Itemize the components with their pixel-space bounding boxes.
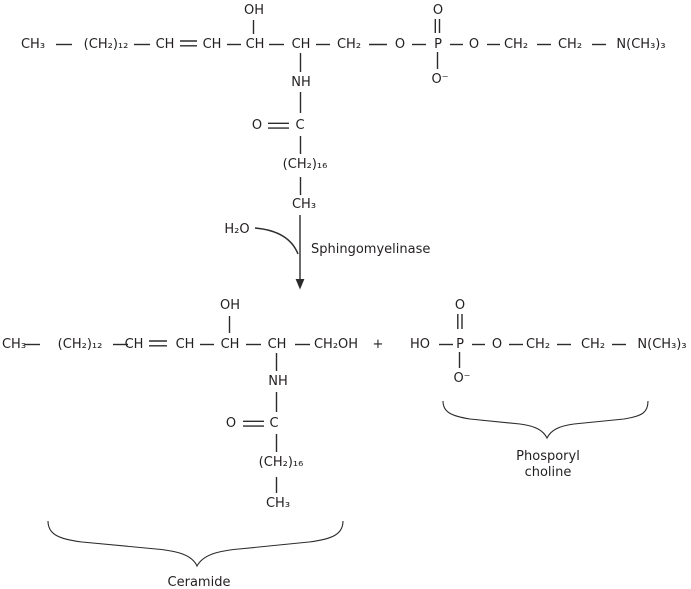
ceramide-label: Ceramide [167,575,231,589]
group-n-ch3-3: N(CH₃)₃ [616,37,666,52]
group-o: O [394,37,406,52]
group-ch2: CH₂ [503,37,529,52]
amide-oxygen: O [225,416,237,431]
acyl-terminal-ch3: CH₃ [265,496,291,511]
hydroxyl-label: OH [243,3,265,18]
phosphate-oxide: O⁻ [453,371,471,386]
group-ch3: CH₃ [1,337,27,352]
water-label: H₂O [224,222,250,237]
amide-nh: NH [268,374,288,389]
phosphoryl-choline-label: Phosporyl choline [516,449,580,481]
group-ch-oh: CH [220,337,240,352]
group-ch2: CH₂ [557,37,583,52]
group-p: P [434,37,442,52]
group-ch2oh: CH₂OH [313,337,359,352]
group-ch2-12: (CH₂)₁₂ [83,37,129,52]
group-o: O [468,37,480,52]
hydroxyl-label: OH [219,298,241,313]
group-ch: CH [202,37,222,52]
group-ch-nh: CH [291,37,311,52]
group-ch: CH [175,337,195,352]
group-ch2: CH₂ [525,337,551,352]
water-curve [254,227,299,255]
ceramide-brace [47,520,344,568]
phosphate-oxygen: O [432,3,444,18]
group-ch3: CH₃ [20,37,46,52]
phosphoryl-choline-label-line2: choline [524,465,572,480]
enzyme-label: Sphingomyelinase [311,242,431,257]
phosphorylcholine-brace [442,400,649,440]
group-n-ch3-3: N(CH₃)₃ [637,337,687,352]
group-ch2: CH₂ [336,37,362,52]
amide-oxygen: O [251,118,263,133]
reaction-arrowhead [295,279,305,290]
group-o: O [491,337,503,352]
acyl-chain: (CH₂)₁₆ [258,455,304,470]
group-ch-oh: CH [245,37,265,52]
phosphate-oxygen: O [454,298,466,313]
amide-nh: NH [291,75,311,90]
amide-carbon: C [269,416,279,431]
group-ch: CH [124,337,144,352]
group-ch2: CH₂ [580,337,606,352]
group-ho: HO [409,337,431,352]
plus-sign: + [372,337,384,352]
acyl-terminal-ch3: CH₃ [291,197,317,212]
acyl-chain: (CH₂)₁₆ [282,157,328,172]
amide-carbon: C [295,118,305,133]
group-p: P [456,337,464,352]
phosphoryl-choline-label-line1: Phosporyl [516,449,580,464]
group-ch-nh: CH [267,337,287,352]
phosphate-oxide: O⁻ [431,72,449,87]
group-ch: CH [155,37,175,52]
group-ch2-12: (CH₂)₁₂ [57,337,103,352]
